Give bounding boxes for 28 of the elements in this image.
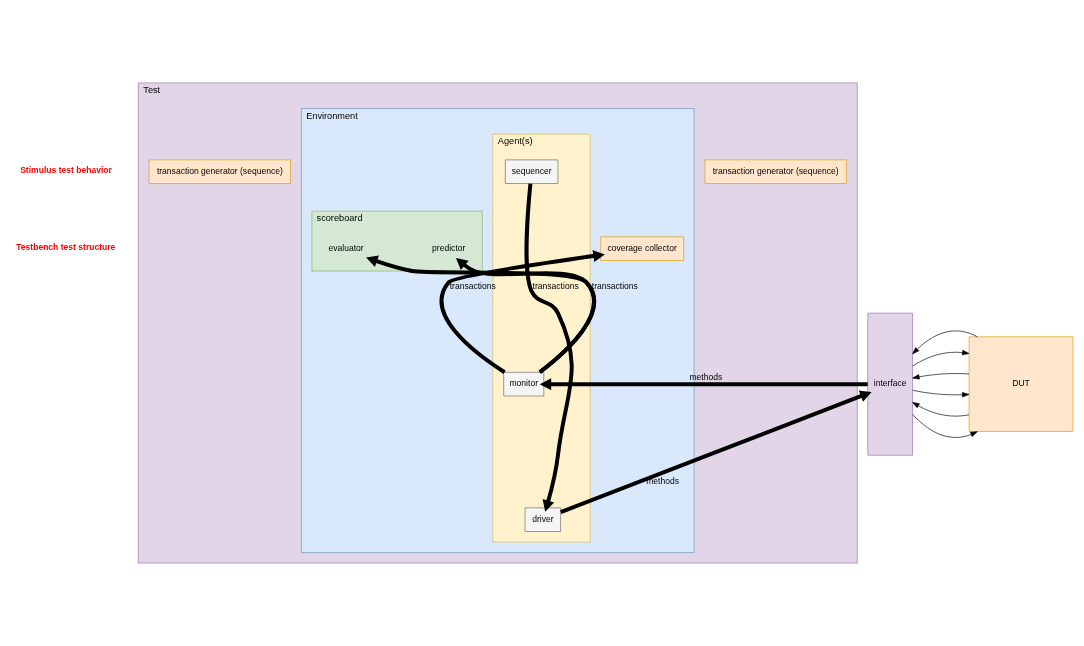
edge-label: transactions <box>532 281 579 292</box>
node-box: coverage collector <box>600 236 684 261</box>
arrow <box>912 402 970 417</box>
arrow <box>912 349 970 367</box>
label: Testbench test structure <box>16 242 116 253</box>
arrow <box>524 183 574 512</box>
node-text: predictor <box>432 242 466 253</box>
arrow <box>912 389 970 398</box>
arrow <box>912 373 970 380</box>
edge-label: methods <box>646 475 679 486</box>
node-text: evaluator <box>328 242 364 253</box>
arrow <box>539 378 868 391</box>
node-box: interface <box>867 312 913 456</box>
arrow <box>912 330 978 355</box>
label: Stimulus test behavior <box>20 165 112 176</box>
edge-label: transactions <box>591 281 638 292</box>
arrow <box>366 255 596 374</box>
edge-label: transactions <box>449 281 496 292</box>
node-box: DUT <box>968 336 1074 432</box>
node-box: driver <box>524 507 561 532</box>
node-box: transaction generator (sequence) <box>704 159 847 184</box>
arrow <box>439 250 605 374</box>
node-box: sequencer <box>505 159 559 184</box>
arrow <box>560 390 872 514</box>
node-box: transaction generator (sequence) <box>148 159 291 184</box>
edge-label: methods <box>689 371 723 382</box>
node-box: monitor <box>503 372 545 397</box>
arrow <box>912 414 978 438</box>
